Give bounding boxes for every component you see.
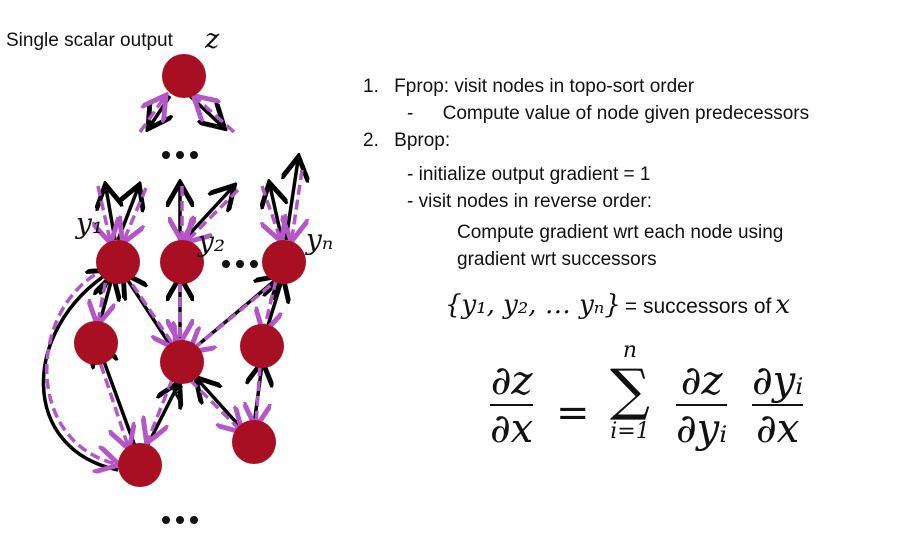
step-2-init: - initialize output gradient = 1 xyxy=(407,164,651,185)
node-x xyxy=(160,340,204,384)
node-y1 xyxy=(96,240,140,284)
label-y1: y₁ xyxy=(76,207,104,240)
step-1: 1. Fprop: visit nodes in topo-sort order xyxy=(363,76,695,97)
node-y2 xyxy=(160,240,204,284)
summation: n ∑ i=1 xyxy=(610,338,650,444)
label-x: x xyxy=(168,375,184,408)
step-2: 2. Bprop: xyxy=(363,130,451,151)
term-dyi-dx: ∂yᵢ ∂x xyxy=(752,358,804,452)
graph-title: Single scalar output xyxy=(6,30,173,51)
label-yn: yₙ xyxy=(306,223,334,256)
ellipsis-marks xyxy=(162,151,258,524)
node-bottom-left xyxy=(118,443,162,487)
step-2-compute: Compute gradient wrt each node using xyxy=(457,222,784,243)
equals-sign: = xyxy=(556,390,590,436)
label-y2: y₂ xyxy=(198,225,226,258)
step-2-successors: gradient wrt successors xyxy=(457,249,657,270)
node-bottom-right xyxy=(232,420,276,464)
node-left xyxy=(74,321,118,365)
chain-rule-formula: ∂z ∂x = n ∑ i=1 ∂z ∂yᵢ ∂yᵢ ∂x xyxy=(490,338,830,488)
step-2-visit: - visit nodes in reverse order: xyxy=(407,191,652,212)
computation-graph xyxy=(41,54,360,524)
node-right xyxy=(240,324,284,368)
output-variable-z: z xyxy=(205,24,220,55)
term-dz-dyi: ∂z ∂yᵢ xyxy=(676,358,728,452)
node-z xyxy=(162,54,206,98)
node-yn xyxy=(262,240,306,284)
lhs-fraction: ∂z ∂x xyxy=(490,358,534,452)
successors-definition: {y₁, y₂, … yₙ} = successors of x xyxy=(445,290,791,320)
step-1-sub: - Compute value of node given predecesso… xyxy=(407,103,810,124)
